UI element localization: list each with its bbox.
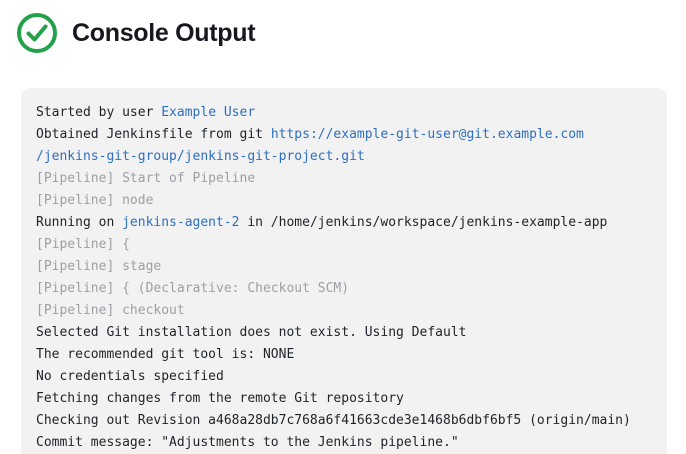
console-line: Running on jenkins-agent-2 in /home/jenk… [36,212,652,234]
console-text: [Pipeline] { (Declarative: Checkout SCM) [36,281,350,296]
console-text: Fetching changes from the remote Git rep… [36,391,404,406]
console-line: Fetching changes from the remote Git rep… [36,388,652,410]
page-header: Console Output [16,12,256,54]
console-line: Checking out Revision a468a28db7c768a6f4… [36,410,652,432]
console-text: Checking out Revision a468a28db7c768a6f4… [36,413,631,428]
console-text: Selected Git installation does not exist… [36,325,467,340]
console-line: [Pipeline] { [36,234,652,256]
console-text: Running on [36,215,123,230]
console-text: [Pipeline] stage [36,259,162,274]
console-link[interactable]: /jenkins-git-group/jenkins-git-project.g… [36,149,365,164]
page-title: Console Output [72,18,256,47]
console-line: [Pipeline] stage [36,256,652,278]
console-line: Started by user Example User [36,102,652,124]
console-text: Started by user [36,105,162,120]
console-line: /jenkins-git-group/jenkins-git-project.g… [36,146,652,168]
console-text: Commit message: "Adjustments to the Jenk… [36,435,459,450]
console-text: [Pipeline] { [36,237,130,252]
console-line: No credentials specified [36,366,652,388]
console-text: No credentials specified [36,369,224,384]
console-text: [Pipeline] checkout [36,303,185,318]
console-text: The recommended git tool is: NONE [36,347,295,362]
console-text: [Pipeline] Start of Pipeline [36,171,256,186]
console-link[interactable]: https://example-git-user@git.example.com [270,127,584,142]
check-circle-icon [17,13,57,53]
console-link[interactable]: jenkins-agent-2 [122,215,240,230]
console-line: Commit message: "Adjustments to the Jenk… [36,432,652,454]
console-text: Obtained Jenkinsfile from git [36,127,271,142]
console-line: [Pipeline] { (Declarative: Checkout SCM) [36,278,652,300]
console-line: Obtained Jenkinsfile from git https://ex… [36,124,652,146]
console-line: The recommended git tool is: NONE [36,344,652,366]
console-link[interactable]: Example User [161,105,256,120]
console-text: [Pipeline] node [36,193,154,208]
console-line: [Pipeline] checkout [36,300,652,322]
console-text: in /home/jenkins/workspace/jenkins-examp… [239,215,608,230]
console-line: Selected Git installation does not exist… [36,322,652,344]
console-line: [Pipeline] node [36,190,652,212]
console-line: [Pipeline] Start of Pipeline [36,168,652,190]
